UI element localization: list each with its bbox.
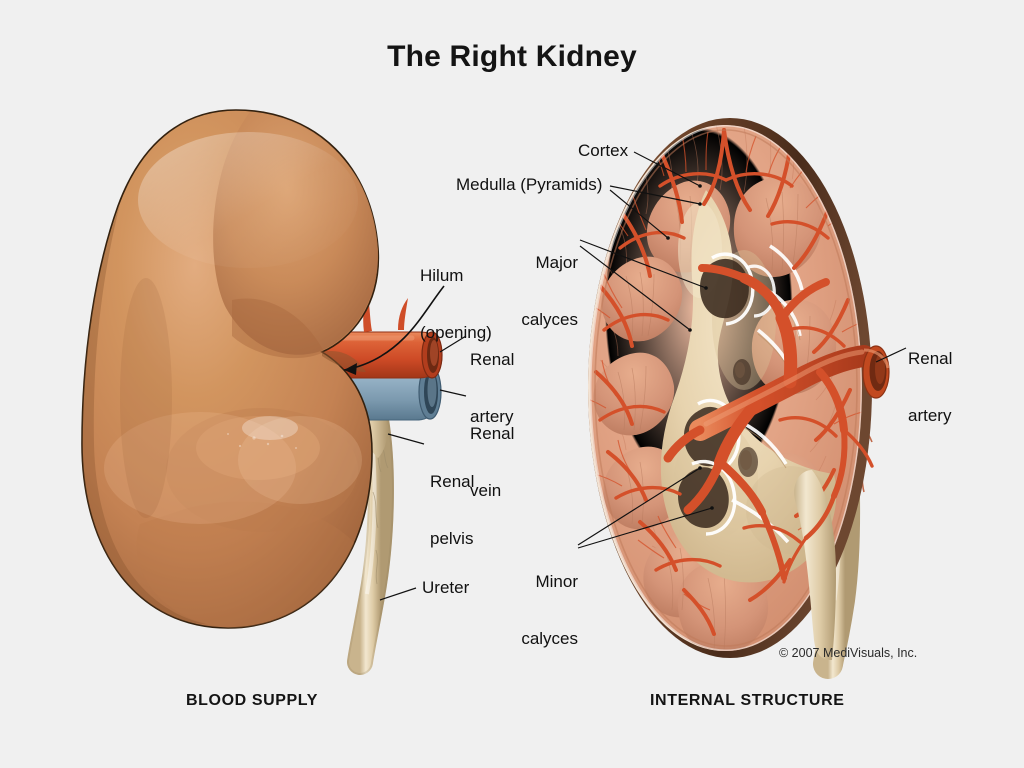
interlobar-arteries <box>594 128 852 636</box>
ureter-leader <box>379 587 417 601</box>
copyright-notice: © 2007 MediVisuals, Inc. <box>779 646 918 660</box>
label-renal-pelvis-line1: Renal <box>430 472 475 492</box>
label-renal-pelvis: Renal pelvis <box>430 434 474 586</box>
sectioned-kidney-group <box>577 118 907 679</box>
whole-kidney-group <box>81 109 467 675</box>
label-renal-vein-line1: Renal <box>470 424 515 444</box>
hilum-arrowhead <box>344 363 357 375</box>
caption-blood-supply: BLOOD SUPPLY <box>186 692 318 709</box>
label-renal-artery-right-line1: Renal <box>908 349 953 369</box>
renal-vein-leader <box>439 389 467 397</box>
label-major-calyces-line2: calyces <box>521 310 578 330</box>
caption-internal-structure: INTERNAL STRUCTURE <box>650 692 845 709</box>
renal-pelvis-leader <box>387 433 425 445</box>
renal-artery-cut-end <box>862 345 890 399</box>
label-renal-vein-line2: vein <box>470 481 502 501</box>
renal-artery-leader <box>439 335 467 353</box>
label-minor-calyces-line2: calyces <box>521 629 578 649</box>
label-major-calyces-line1: Major <box>535 253 578 273</box>
label-renal-artery-left-line1: Renal <box>470 350 515 370</box>
hilum-leader <box>343 285 445 371</box>
label-renal-pelvis-line2: pelvis <box>430 529 474 549</box>
sectioned-renal-artery <box>663 264 890 584</box>
label-renal-artery-right-line2: artery <box>908 406 952 426</box>
label-major-calyces: Major calyces <box>452 215 578 367</box>
label-hilum-line1: Hilum <box>420 266 464 286</box>
label-minor-calyces: Minor calyces <box>452 534 578 686</box>
label-minor-calyces-line1: Minor <box>535 572 578 592</box>
label-hilum: Hilum (opening) <box>420 228 492 380</box>
label-cortex: Cortex <box>578 141 629 160</box>
internal-leader-dots <box>666 184 714 510</box>
label-renal-artery-left: Renal artery <box>470 312 514 464</box>
label-ureter: Ureter <box>422 578 470 597</box>
internal-leaders <box>577 151 907 549</box>
label-hilum-line2: (opening) <box>420 323 492 343</box>
label-renal-artery-left-line2: artery <box>470 407 514 427</box>
page-title: The Right Kidney <box>387 40 637 73</box>
label-renal-vein: Renal vein <box>470 386 514 538</box>
label-medulla: Medulla (Pyramids) <box>456 175 603 194</box>
label-renal-artery-right: Renal artery <box>908 311 952 463</box>
